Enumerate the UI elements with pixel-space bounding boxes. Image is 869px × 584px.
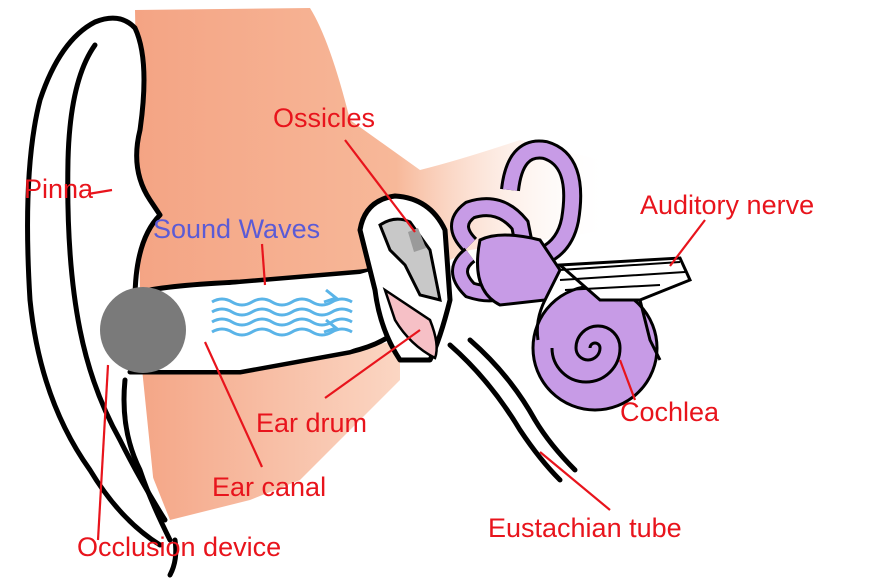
label-cochlea: Cochlea: [620, 397, 720, 427]
label-ear-drum: Ear drum: [256, 408, 367, 438]
label-ossicles: Ossicles: [273, 103, 375, 133]
occlusion-device-shape: [100, 287, 186, 373]
label-ear-canal: Ear canal: [212, 472, 326, 502]
label-eustachian-tube: Eustachian tube: [488, 513, 682, 543]
label-sound-waves: Sound Waves: [153, 214, 320, 244]
label-auditory-nerve: Auditory nerve: [640, 190, 814, 220]
label-occlusion-device: Occlusion device: [77, 532, 281, 562]
label-pinna: Pinna: [24, 174, 94, 204]
